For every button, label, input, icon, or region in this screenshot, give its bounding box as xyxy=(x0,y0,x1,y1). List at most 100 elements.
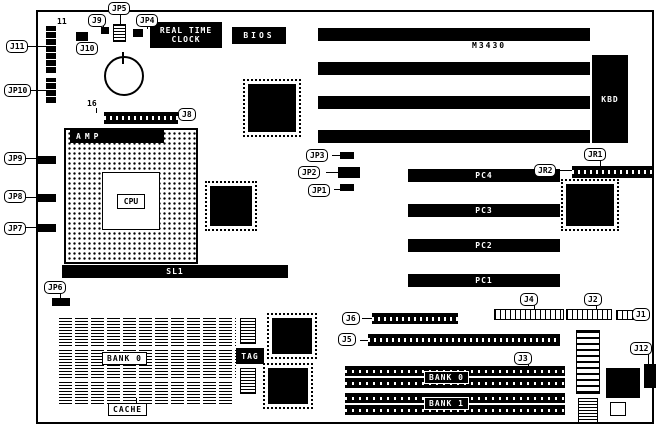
j11-connector xyxy=(46,26,56,74)
amp-socket-label: AMP xyxy=(70,130,164,143)
simm-socket-4 xyxy=(345,405,565,415)
j12-bracket xyxy=(644,364,656,388)
j5-header xyxy=(368,334,560,346)
leader-line xyxy=(596,305,597,309)
rtc-label-line1: REAL TIME xyxy=(159,26,213,35)
simm-bank0-label: BANK 0 xyxy=(424,371,469,384)
leader-line xyxy=(24,158,38,159)
chipset-qfp-4 xyxy=(267,313,317,359)
leader-line xyxy=(24,197,38,198)
cache-label: CACHE xyxy=(108,403,148,416)
leader-line xyxy=(332,155,340,156)
pin-1-label-j11: 11 xyxy=(57,17,67,26)
callout-j10: J10 xyxy=(76,42,99,56)
corner-chip xyxy=(578,398,598,424)
keyboard-connector: KBD xyxy=(592,55,628,143)
leader-line xyxy=(334,189,340,190)
jp1-jumper xyxy=(340,184,354,191)
callout-jp6: JP6 xyxy=(44,281,67,295)
leader-line xyxy=(96,108,97,113)
callout-jp10: JP10 xyxy=(4,84,32,98)
board-model-label: M3430 xyxy=(472,41,507,50)
leader-line xyxy=(360,340,368,341)
pci-slot-pc2: PC2 xyxy=(408,239,560,252)
pci-slot-pc1: PC1 xyxy=(408,274,560,287)
pci-slot-pc4: PC4 xyxy=(408,169,560,182)
j8-header xyxy=(104,112,178,124)
callout-jp7: JP7 xyxy=(4,222,27,236)
leader-line xyxy=(326,172,338,173)
jp6-jumper xyxy=(52,298,70,306)
callout-j12: J12 xyxy=(630,342,653,356)
callout-j4: J4 xyxy=(520,293,538,307)
callout-jp8: JP8 xyxy=(4,190,27,204)
leader-line xyxy=(136,398,137,404)
leader-line xyxy=(24,227,38,228)
tag-sram-chip-top xyxy=(240,318,256,344)
chipset-qfp-3 xyxy=(561,179,619,231)
leader-line xyxy=(560,170,572,171)
cache-sram-row-1 xyxy=(56,318,236,346)
j2-connector xyxy=(566,309,612,320)
crystal-oscillator xyxy=(113,24,126,42)
tag-label: TAG xyxy=(236,348,264,364)
sl1-slot: SL1 xyxy=(62,265,288,278)
leader-line xyxy=(600,160,601,166)
pci-slot-pc3: PC3 xyxy=(408,204,560,217)
battery-outline xyxy=(104,56,144,96)
rtc-chip: REAL TIME CLOCK xyxy=(150,22,222,48)
cpu-label: CPU xyxy=(117,194,145,209)
jp8-jumper xyxy=(38,194,56,202)
callout-j11: J11 xyxy=(6,40,29,54)
chipset-qfp-5 xyxy=(263,363,313,409)
leader-line xyxy=(528,364,529,370)
leader-line xyxy=(60,293,61,298)
j9-jumper xyxy=(101,27,109,34)
callout-jr1: JR1 xyxy=(584,148,607,162)
callout-jp4: JP4 xyxy=(136,14,159,28)
j4-connector xyxy=(494,309,564,320)
jr-header xyxy=(572,166,652,178)
chipset-qfp-2 xyxy=(205,181,257,231)
isa-slot-1 xyxy=(318,28,590,41)
chipset-qfp-1 xyxy=(243,79,301,137)
pin-16-label-j8: 16 xyxy=(87,99,97,108)
callout-j5: J5 xyxy=(338,333,356,347)
leader-line xyxy=(362,318,372,319)
io-chip xyxy=(606,368,640,398)
simm-bank1-label: BANK 1 xyxy=(424,397,469,410)
leader-line xyxy=(26,90,46,91)
callout-j6: J6 xyxy=(342,312,360,326)
callout-j2: J2 xyxy=(584,293,602,307)
j6-header xyxy=(372,313,458,324)
callout-jr2: JR2 xyxy=(534,164,557,178)
cache-bank0-label: BANK 0 xyxy=(102,352,147,365)
callout-jp5: JP5 xyxy=(108,2,131,16)
jp2-jumper xyxy=(338,167,360,178)
power-connector xyxy=(576,330,600,394)
leader-line xyxy=(648,354,649,364)
jp9-jumper xyxy=(38,156,56,164)
callout-j9: J9 xyxy=(88,14,106,28)
leader-line xyxy=(120,12,121,24)
leader-line xyxy=(534,305,535,309)
corner-socket xyxy=(610,402,626,416)
bios-chip: BIOS xyxy=(232,27,286,44)
callout-jp3: JP3 xyxy=(306,149,329,163)
isa-slot-2 xyxy=(318,62,590,75)
callout-j1: J1 xyxy=(632,308,650,322)
callout-j3: J3 xyxy=(514,352,532,366)
tag-sram-chip-bottom xyxy=(240,368,256,394)
j10-jumper xyxy=(76,32,88,41)
callout-jp1: JP1 xyxy=(308,184,331,198)
callout-j8: J8 xyxy=(178,108,196,122)
cache-sram-row-3 xyxy=(56,382,232,404)
jp3-jumper xyxy=(340,152,354,159)
callout-jp9: JP9 xyxy=(4,152,27,166)
isa-slot-4 xyxy=(318,130,590,143)
callout-jp2: JP2 xyxy=(298,166,321,180)
jp7-jumper xyxy=(38,224,56,232)
battery-notch xyxy=(122,52,124,64)
rtc-label-line2: CLOCK xyxy=(171,35,201,44)
